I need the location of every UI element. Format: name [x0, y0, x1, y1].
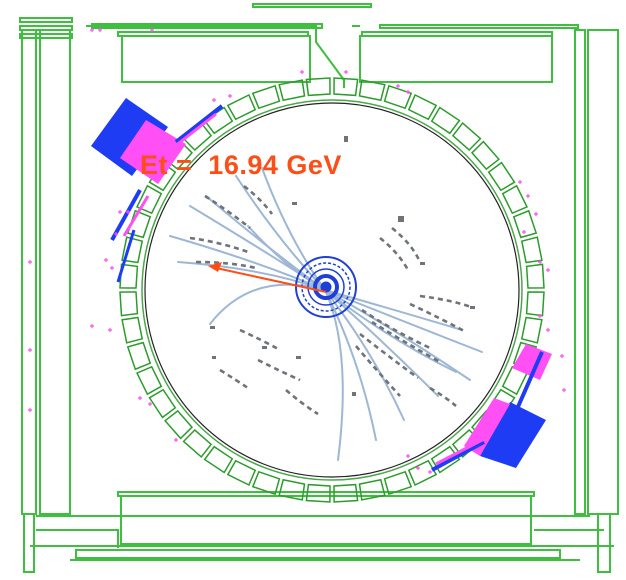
- muon-hit: [108, 328, 112, 332]
- muon-hit: [406, 454, 410, 458]
- muon-hit: [546, 268, 550, 272]
- muon-hit: [126, 210, 130, 214]
- detector-frame: [19, 3, 619, 573]
- et-value: 16.94 GeV: [208, 150, 342, 180]
- muon-hit: [526, 194, 530, 198]
- muon-hit: [110, 266, 114, 270]
- et-label: Et =: [140, 150, 193, 180]
- calorimeter-cell: [278, 79, 306, 102]
- calorimeter-cell: [305, 483, 331, 503]
- calorimeter-cell: [121, 236, 144, 264]
- calorimeter-cell: [383, 84, 413, 110]
- tracker-hits: [189, 184, 475, 416]
- et-arrow: [208, 262, 327, 293]
- muon-hit: [300, 70, 304, 74]
- calorimeter-cell: [119, 291, 139, 317]
- muon-hit: [560, 354, 564, 358]
- muon-hits: [28, 28, 566, 474]
- scattered-hits: [210, 136, 475, 396]
- muon-hit: [104, 258, 108, 262]
- calorimeter-cell: [278, 478, 306, 501]
- calorimeter-ring: [119, 77, 545, 503]
- muon-hit: [538, 314, 542, 318]
- calorimeter-cell: [121, 316, 144, 344]
- calorimeter-cell: [203, 445, 234, 474]
- calorimeter-cell: [251, 84, 281, 110]
- calorimeter-cell: [305, 77, 331, 97]
- muon-hit: [428, 470, 432, 474]
- muon-hit: [98, 28, 102, 32]
- muon-hit: [522, 230, 526, 234]
- calorimeter-cell: [182, 428, 213, 458]
- calorimeter-cell: [501, 184, 529, 215]
- solenoid-inner: [144, 102, 520, 478]
- calorimeter-cell: [226, 93, 257, 121]
- vertex-detector: [295, 256, 357, 318]
- muon-hit: [562, 388, 566, 392]
- calorimeter-cell: [164, 409, 194, 440]
- muon-hit: [118, 210, 122, 214]
- calorimeter-cell: [407, 459, 438, 487]
- muon-hit: [28, 260, 32, 264]
- muon-hit: [148, 402, 152, 406]
- calorimeter-cell: [430, 106, 461, 135]
- muon-hit: [534, 212, 538, 216]
- calorimeter-cell: [333, 77, 359, 97]
- calorimeter-cell: [520, 316, 543, 344]
- calorimeter-cell: [525, 291, 545, 317]
- calorimeter-cell: [383, 470, 413, 496]
- calorimeter-cell: [203, 106, 234, 135]
- muon-hit: [138, 396, 142, 400]
- solenoid-outer: [141, 99, 523, 481]
- calorimeter-cell: [358, 79, 386, 102]
- calorimeter-cell: [470, 140, 500, 171]
- calorimeter-cell: [407, 93, 438, 121]
- muon-hit: [546, 328, 550, 332]
- calorimeter-cell: [512, 209, 538, 239]
- calorimeter-cell: [226, 459, 257, 487]
- muon-hit: [228, 94, 232, 98]
- calorimeter-cell: [126, 341, 152, 371]
- muon-hit: [518, 180, 522, 184]
- calorimeter-cell: [135, 365, 163, 396]
- muon-hit: [174, 438, 178, 442]
- muon-hit: [416, 466, 420, 470]
- muon-hit: [212, 98, 216, 102]
- muon-chamber-bottom-right: [431, 344, 552, 472]
- muon-hit: [28, 408, 32, 412]
- muon-hit: [90, 324, 94, 328]
- muon-chamber-top-left: [91, 98, 224, 283]
- muon-hit: [396, 84, 400, 88]
- muon-hit: [28, 348, 32, 352]
- calorimeter-cell: [251, 470, 281, 496]
- calorimeter-cell: [358, 478, 386, 501]
- calorimeter-cell: [487, 161, 516, 192]
- calorimeter-cell: [520, 236, 543, 264]
- muon-hit: [90, 28, 94, 32]
- calorimeter-cell: [525, 263, 545, 289]
- particle-tracks: [169, 167, 483, 461]
- calorimeter-cell: [148, 388, 177, 419]
- calorimeter-cell: [333, 483, 359, 503]
- muon-hit: [150, 28, 154, 32]
- calorimeter-cell: [119, 263, 139, 289]
- et-readout: Et = 16.94 GeV: [140, 150, 342, 181]
- muon-hit: [344, 70, 348, 74]
- muon-hit: [406, 90, 410, 94]
- muon-hit: [114, 232, 118, 236]
- muon-hit: [538, 260, 542, 264]
- calorimeter-cell: [451, 122, 482, 152]
